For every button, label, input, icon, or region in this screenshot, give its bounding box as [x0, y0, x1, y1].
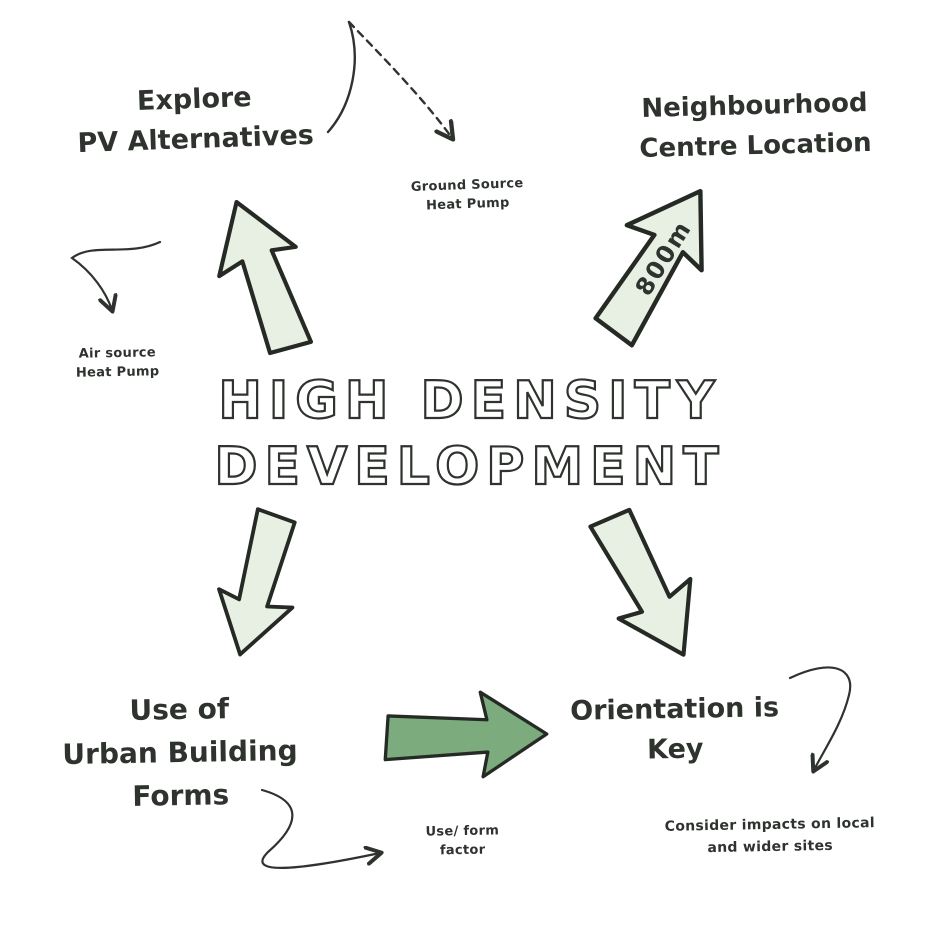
arrow-800m [593, 188, 704, 348]
central-title: HIGH DENSITY DEVELOPMENT [210, 368, 730, 500]
node-neighbourhood-centre: Neighbourhood Centre Location [614, 82, 896, 169]
arrow-green-right [383, 690, 549, 779]
orientation-line2: Key [646, 733, 704, 766]
orientation-line1: Orientation is [569, 692, 780, 727]
node-explore-pv: Explore PV Alternatives [59, 75, 332, 164]
central-title-line1: HIGH DENSITY [217, 370, 722, 432]
node-orientation-key: Orientation is Key [554, 688, 795, 772]
curve-orientation-loop [788, 666, 852, 770]
consider-line1: Consider impacts on local [664, 815, 876, 835]
urban-line2: Urban Building [62, 733, 298, 772]
arrow-up-left [217, 199, 314, 356]
note-air-source-heat-pump: Air source Heat Pump [50, 343, 186, 383]
arrow-down-right [588, 507, 693, 657]
use-form-line2: factor [439, 842, 486, 859]
central-title-line2: DEVELOPMENT [213, 436, 726, 498]
use-form-line1: Use/ form [425, 823, 500, 840]
air-source-line1: Air source [78, 345, 157, 362]
consider-line2: and wider sites [707, 837, 834, 857]
note-ground-source-heat-pump: Ground Source Heat Pump [394, 173, 540, 216]
node-urban-building-forms: Use of Urban Building Forms [39, 686, 321, 820]
curve-from-forms [260, 788, 380, 869]
note-use-form-factor: Use/ form factor [400, 821, 526, 861]
note-consider-impacts: Consider impacts on local and wider site… [640, 812, 901, 861]
neighbourhood-line2: Centre Location [639, 127, 873, 165]
curve-to-ground-source-fall [347, 20, 452, 138]
air-source-line2: Heat Pump [75, 364, 160, 381]
urban-line3: Forms [132, 778, 230, 813]
curve-to-ground-source-rise [326, 20, 356, 134]
curve-to-air-source [70, 240, 162, 310]
urban-line1: Use of [129, 692, 230, 727]
arrow-down-left [217, 507, 297, 657]
